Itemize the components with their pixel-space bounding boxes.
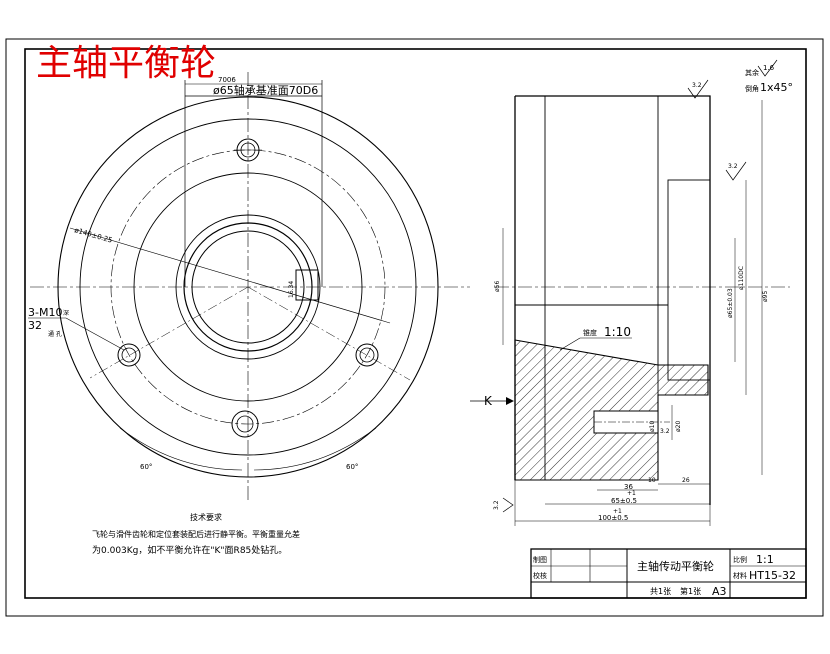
chamfer-label: 倒角: [745, 84, 759, 93]
view-k-label: K: [484, 394, 493, 408]
scale-value: 1:1: [756, 553, 774, 566]
outer-border: [5, 38, 824, 617]
outer-rim-circle: [57, 96, 439, 478]
drawing-title: 主轴平衡轮: [36, 43, 216, 84]
roughness-left-mark: [502, 497, 514, 513]
front-view: 7006 ø65轴承基准面70D6 16.34 ø140±0.25 3-M10 …: [28, 72, 470, 500]
roughness-top-value: 3.2: [692, 82, 702, 89]
scale-label: 比例: [733, 555, 747, 564]
roughness-right-value: 3.2: [728, 163, 738, 170]
dim-keyway-width: 7006: [218, 76, 236, 84]
dim-100: 100±0.5: [598, 514, 628, 522]
sheets-total: 共1张: [650, 587, 671, 596]
bore-outer-circle: [183, 222, 313, 352]
dim-36: 36: [624, 483, 633, 491]
hole-callout-leader: [65, 317, 125, 351]
hole-callout-bottom: 32: [28, 319, 42, 332]
hole-callout-through: 通 孔: [48, 330, 62, 338]
roughness-top-mark: [687, 79, 709, 99]
dim-bore: ø65轴承基准面70D6: [213, 83, 318, 97]
dim-keyway-depth: 16.34: [288, 281, 295, 298]
part-name: 主轴传动平衡轮: [637, 559, 714, 573]
angle-right: 60°: [346, 463, 358, 471]
dim-d20: ø20: [675, 421, 682, 432]
dim-outer-diameter: ø140±0.25: [73, 226, 113, 244]
outer-diameter-leader: [69, 227, 391, 324]
corner-note-label: 其余: [745, 68, 759, 77]
bolt-hole-bottom: [231, 410, 259, 438]
tech-requirements: 技术要求 飞轮与滑件齿轮和定位套装配后进行静平衡。平衡重量允差 为0.003Kg…: [92, 512, 300, 556]
section-hatch: [514, 339, 709, 481]
bolt-hole-top: [234, 138, 262, 162]
taper-leader: [559, 337, 581, 351]
corner-note-value: 1.6: [763, 64, 775, 72]
taper-value: 1:10: [604, 325, 631, 339]
tech-heading: 技术要求: [190, 512, 222, 522]
dim-65: 65±0.5: [611, 497, 637, 505]
checked-label: 校核: [533, 571, 547, 580]
hole-callout-suffix: 深: [63, 309, 69, 317]
dim-26: 26: [682, 477, 690, 484]
material-value: HT15-32: [749, 569, 796, 582]
angle-left: 60°: [140, 463, 152, 471]
corner-roughness-mark: [757, 59, 778, 77]
roughness-left-value: 3.2: [493, 500, 500, 510]
roughness-right-mark: [725, 161, 747, 181]
dim-plus1-a: +1: [627, 490, 636, 497]
tech-line-1: 飞轮与滑件齿轮和定位套装配后进行静平衡。平衡重量允差: [92, 529, 300, 539]
dim-d110: ø110DC: [738, 266, 745, 290]
dim-d10: ø10: [649, 421, 656, 432]
rim-inner-circle: [79, 118, 417, 456]
hub-outer-circle: [133, 172, 363, 402]
section-view: 其余 1.6 倒角 1x45° 3.2 3.2 3.2 3.2 锥度 1:10 …: [470, 59, 793, 526]
radial-line-left: [89, 286, 249, 379]
sheet-number: 第1张: [680, 586, 701, 596]
keyway-slot: [295, 269, 319, 301]
inner-frame: [24, 48, 807, 599]
dim-plus1-b: +1: [613, 508, 622, 515]
hole-callout-top: 3-M10: [28, 306, 62, 319]
drawn-label: 制图: [533, 555, 547, 564]
paper-size: A3: [712, 585, 727, 598]
roughness-small-value: 3.2: [660, 428, 670, 435]
radial-line-right: [247, 286, 411, 381]
dim-d95: ø95: [762, 291, 769, 302]
tech-line-2: 为0.003Kg，如不平衡允许在"K"面R85处钻孔。: [92, 544, 287, 556]
material-label: 材料: [733, 571, 747, 580]
title-block: 制图 校核 主轴传动平衡轮 比例 1:1 材料 HT15-32 共1张 第1张 …: [530, 548, 807, 599]
dim-d56: ø56: [494, 281, 501, 292]
dim-10: 10: [648, 477, 656, 484]
bolt-hole-right: [355, 343, 379, 367]
hub-circle: [175, 214, 321, 360]
taper-label: 锥度: [583, 328, 597, 337]
chamfer-value: 1x45°: [760, 81, 793, 94]
view-k-arrowhead: [506, 397, 514, 405]
bolt-hole-left: [117, 343, 141, 367]
dim-d65: ø65±0.03: [727, 288, 734, 318]
bore-circle: [191, 230, 305, 344]
bore-recess: [667, 179, 711, 381]
angle-arc-right: [253, 427, 377, 471]
angle-arc-left: [119, 427, 243, 471]
